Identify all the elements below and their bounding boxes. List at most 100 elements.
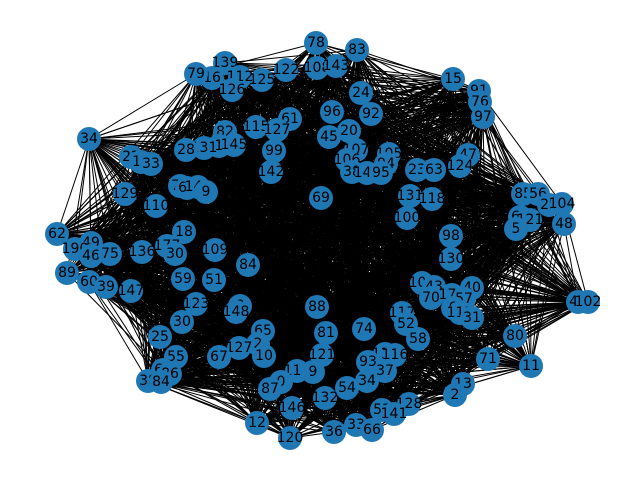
- node-label: 34: [80, 131, 98, 147]
- graph-edge: [130, 290, 164, 371]
- node-circle: [519, 354, 543, 378]
- graph-edge: [183, 197, 322, 233]
- node-label: 36: [325, 424, 343, 440]
- graph-edge: [239, 305, 327, 334]
- node-label: 127: [226, 340, 253, 356]
- node-circle: [220, 78, 244, 102]
- node-label: 63: [425, 162, 443, 178]
- graph-node: 99: [262, 139, 286, 163]
- node-circle: [345, 38, 369, 62]
- graph-edge: [162, 369, 298, 372]
- graph-node: 75: [98, 242, 122, 266]
- graph-edge: [105, 286, 473, 289]
- node-circle: [236, 253, 260, 277]
- node-label: 142: [258, 164, 285, 180]
- node-label: 93: [359, 354, 377, 370]
- node-label: 147: [118, 283, 145, 299]
- graph-node: 122: [273, 58, 299, 82]
- graph-edge: [56, 233, 452, 237]
- graph-edge: [130, 290, 149, 382]
- graph-node: 71: [476, 347, 500, 371]
- node-circle: [576, 290, 600, 314]
- node-circle: [320, 100, 344, 124]
- node-circle: [192, 136, 216, 160]
- node-label: 45: [320, 129, 338, 145]
- node-circle: [227, 336, 251, 360]
- node-label: 84: [239, 257, 257, 273]
- graph-node: 102: [575, 290, 601, 314]
- node-circle: [244, 115, 268, 139]
- graph-node: 48: [552, 212, 576, 236]
- graph-edge: [256, 413, 395, 424]
- graph-node: 142: [258, 160, 285, 184]
- graph-node: 95: [369, 161, 393, 185]
- graph-edge: [66, 272, 435, 288]
- node-circle: [355, 369, 379, 393]
- node-circle: [324, 54, 348, 78]
- node-circle: [172, 220, 196, 244]
- graph-node: 130: [438, 247, 464, 271]
- graph-node: 143: [323, 54, 349, 78]
- node-circle: [280, 396, 304, 420]
- graph-edge: [388, 153, 469, 156]
- graph-node: 25: [148, 325, 172, 349]
- node-label: 10: [255, 348, 273, 364]
- graph-edge: [88, 281, 149, 382]
- node-label: 127: [264, 122, 291, 138]
- graph-edge: [530, 223, 565, 367]
- node-circle: [278, 426, 302, 450]
- graph-node: 96: [320, 100, 344, 124]
- node-circle: [322, 420, 346, 444]
- graph-node: 78: [304, 31, 328, 55]
- graph-node: 70: [419, 286, 443, 310]
- graph-node: 132: [312, 386, 338, 410]
- node-label: 96: [323, 104, 341, 120]
- node-circle: [113, 182, 137, 206]
- node-label: 116: [382, 347, 409, 363]
- node-label: 141: [381, 406, 408, 422]
- node-circle: [301, 360, 325, 384]
- graph-edge: [316, 306, 403, 314]
- node-label: 39: [97, 279, 115, 295]
- node-label: 146: [279, 400, 306, 416]
- node-label: 30: [166, 246, 184, 262]
- graph-node: 147: [118, 279, 145, 303]
- graph-edge: [450, 235, 579, 303]
- node-label: 67: [210, 349, 228, 365]
- graph-edge: [273, 150, 390, 155]
- graph-edge: [335, 65, 454, 80]
- graph-edge: [529, 219, 532, 367]
- graph-node: 18: [172, 220, 196, 244]
- node-circle: [274, 58, 298, 82]
- graph-node: 11: [519, 354, 543, 378]
- graph-edge: [183, 217, 408, 233]
- node-circle: [305, 56, 329, 80]
- node-circle: [405, 158, 429, 182]
- node-label: 99: [265, 143, 283, 159]
- graph-edge: [88, 73, 197, 140]
- node-label: 139: [212, 55, 239, 71]
- node-label: 83: [348, 42, 366, 58]
- graph-node: 89: [55, 261, 79, 285]
- graph-node: 51: [202, 268, 226, 292]
- node-label: 148: [223, 304, 250, 320]
- graph-edge: [183, 223, 565, 233]
- graph-node: 115: [243, 115, 269, 139]
- graph-node: 20: [337, 119, 361, 143]
- node-circle: [448, 154, 472, 178]
- graph-edge: [224, 49, 358, 64]
- graph-node: 9: [301, 360, 325, 384]
- graph-edge: [159, 332, 327, 338]
- node-circle: [313, 386, 337, 410]
- node-label: 75: [101, 246, 119, 262]
- node-circle: [398, 184, 422, 208]
- node-label: 18: [175, 224, 193, 240]
- graph-edge: [160, 381, 348, 389]
- node-label: 66: [363, 422, 381, 438]
- node-circle: [420, 187, 444, 211]
- node-circle: [203, 238, 227, 262]
- graph-node: 46: [79, 244, 103, 268]
- graph-edge: [56, 204, 550, 235]
- node-label: 12: [248, 415, 266, 431]
- node-label: 28: [177, 142, 195, 158]
